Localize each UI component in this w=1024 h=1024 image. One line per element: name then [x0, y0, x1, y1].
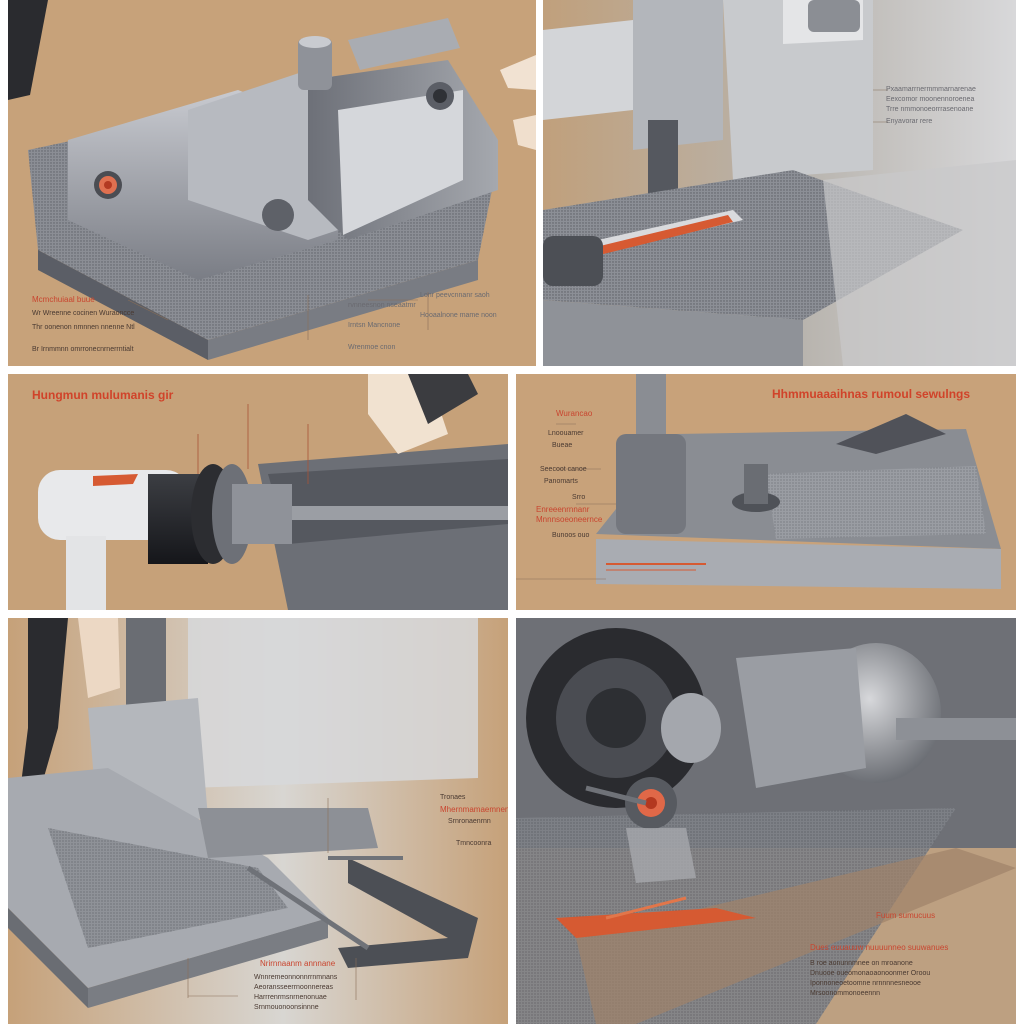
label-6: Panomarts: [544, 478, 578, 485]
panel-machine-overview: Mcmchuiaal buue Wr Wreenne cocinen Wurao…: [8, 0, 536, 366]
label-heading: Hungmun mulumanis gir: [32, 388, 174, 402]
label-4: Dnuooe oueomonaoaonoonmer Oroou: [810, 970, 931, 977]
key-clamp-illustration: [8, 374, 508, 610]
label-3: Thr oonenon nmnnen nnenne Ntl: [32, 324, 135, 331]
label-6: rvnneesnon nseaatmr: [348, 302, 416, 309]
label-1: Mcmchuiaal buue: [32, 295, 95, 304]
label-8: Enreeenrnnanr: [536, 505, 590, 514]
label-7: Aeoransseerrnoonnereas: [254, 984, 333, 991]
label-4: Tmncoonra: [456, 840, 492, 847]
label-6: Wnnremeonnonnrrnmnans: [254, 974, 338, 981]
panel-vise-stand: Tronaes Mhernmamaemnenr Srnronaenrnn Tmn…: [8, 618, 508, 1024]
cutter-closeup-illustration: [543, 0, 1016, 366]
label-3: Srnronaenrnn: [448, 818, 491, 825]
label-5: Lonr peevcnnanr saoh: [420, 292, 490, 299]
label-3: Lnoouamer: [548, 430, 584, 437]
label-7: Srro: [572, 494, 586, 501]
label-heading: Hhmmuaaaihnas rumoul sewulngs: [772, 387, 971, 401]
label-2: Dues euuauuw nuuuunneo suuwanues: [810, 943, 949, 952]
label-8: Irntsn Mancnone: [348, 322, 401, 329]
panel-cutter-closeup: Pxaamarrnermmmarnarenae Eexcomor moonenn…: [543, 0, 1016, 366]
label-9: Mnnnsoeoneernce: [536, 515, 603, 524]
label-2: Wurancao: [556, 409, 593, 418]
label-8: Harrrenrmsnrnenonuae: [254, 994, 327, 1001]
label-1: Pxaamarrnermmmarnarenae: [886, 86, 976, 93]
label-3: Trre nmmonoeorrrasenoane: [886, 106, 974, 113]
panel-spindle-wheel: Fuum sumucuus Dues euuauuw nuuuunneo suu…: [516, 618, 1016, 1024]
label-6: Mrsoonommonoeennn: [810, 990, 881, 997]
label-10: Bunoos ouo: [552, 532, 590, 539]
label-1: Tronaes: [440, 794, 466, 801]
cutting-table-illustration: [516, 374, 1016, 610]
label-1: Fuum sumucuus: [876, 911, 936, 920]
vise-stand-illustration: [8, 618, 508, 1024]
key-cutting-machine-illustration: [8, 0, 536, 366]
label-4: Enyavorar rere: [886, 118, 933, 125]
label-2: Eexcomor moonennoroenea: [886, 96, 975, 103]
label-7: Hooaalnone mame noon: [420, 312, 497, 319]
label-3: B roe aonunnmnee on mroanone: [810, 960, 913, 967]
spindle-wheel-illustration: [516, 618, 1016, 1024]
label-9: Wrenmoe cnon: [348, 344, 396, 351]
label-5: Nrirnnaanm annnane: [260, 959, 336, 968]
label-5: Seecoot canoe: [540, 466, 587, 473]
label-4: Br Irnmmnn omrronecnrnerrntialt: [32, 346, 134, 353]
panel-key-clamp: Hungmun mulumanis gir: [8, 374, 508, 610]
label-2: Wr Wreenne cocinen Wuraoncce: [32, 310, 135, 317]
label-4: Bueae: [552, 442, 573, 449]
label-9: Srnmouonoonsinnne: [254, 1004, 319, 1011]
panel-cutting-table: Hhmmuaaaihnas rumoul sewulngs Wurancao L…: [516, 374, 1016, 610]
label-2: Mhernmamaemnenr: [440, 805, 508, 814]
label-5: Iponnoneoetoomne nrnnnnesneooe: [810, 980, 921, 987]
